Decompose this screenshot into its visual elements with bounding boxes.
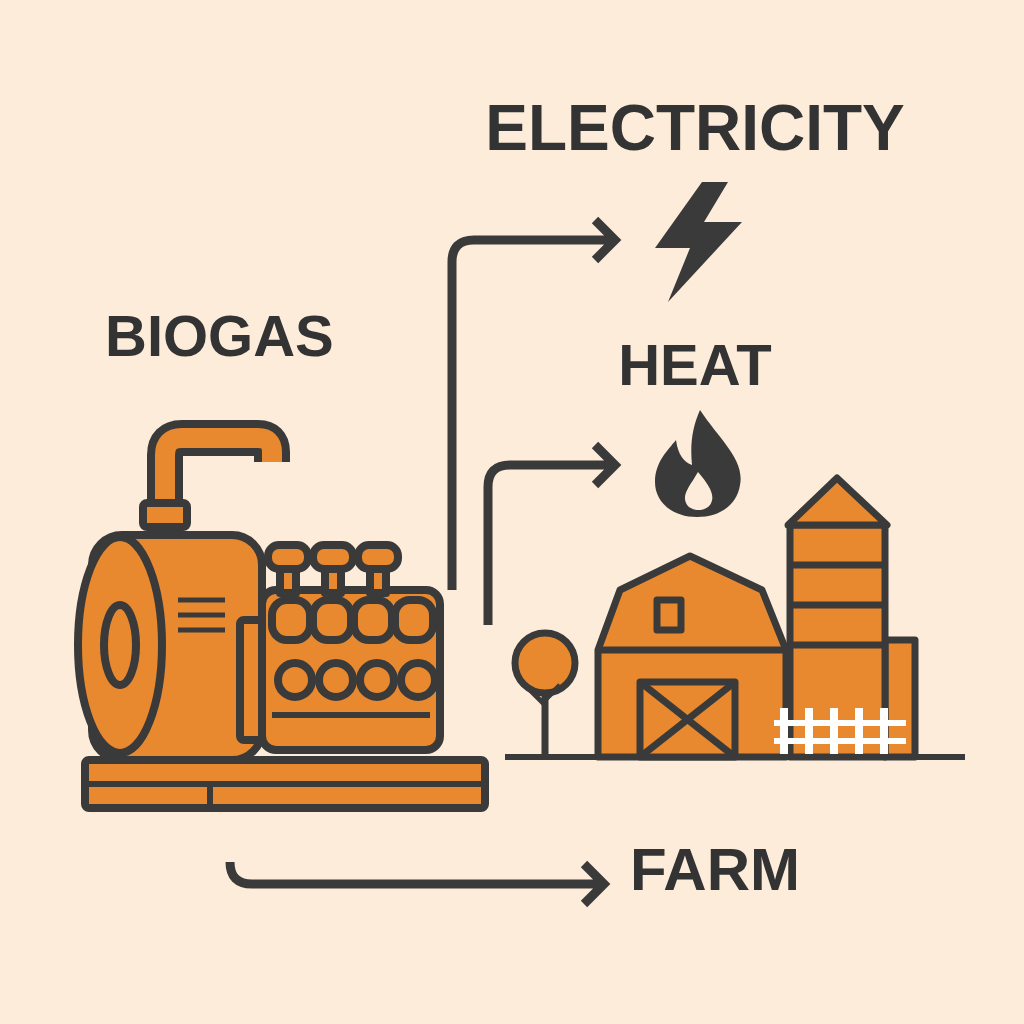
lightning-icon	[655, 182, 742, 302]
flame-icon	[655, 410, 741, 517]
generator-illustration	[78, 438, 485, 808]
flow-arrow	[230, 862, 604, 904]
node-label: ELECTRICITY	[485, 96, 905, 160]
source-node: BIOGAS	[80, 295, 452, 862]
flow-arrow	[452, 220, 615, 590]
node-label: FARM	[630, 840, 800, 900]
output-node: ELECTRICITY	[473, 92, 917, 314]
fence	[774, 708, 906, 754]
farm-illustration	[505, 478, 965, 757]
destination-node: FARM	[618, 836, 812, 904]
flow-arrow	[488, 445, 615, 625]
output-node: HEAT	[600, 332, 790, 522]
node-label: HEAT	[618, 336, 772, 394]
node-label: BIOGAS	[105, 307, 334, 365]
